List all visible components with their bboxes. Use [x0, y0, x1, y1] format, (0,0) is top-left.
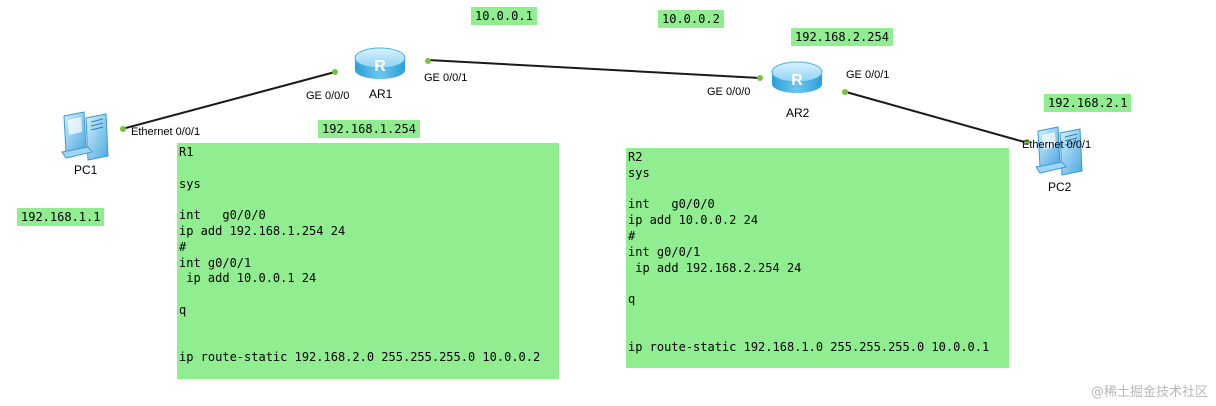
- link-pc1-ar1[interactable]: [121, 71, 336, 130]
- ar1-wan-ip-note: 10.0.0.1: [471, 7, 537, 25]
- pc2-port-label: Ethernet 0/0/1: [1022, 139, 1092, 151]
- ar2-port-right-label: GE 0/0/1: [846, 69, 890, 81]
- pc2-name: PC2: [1048, 180, 1072, 194]
- r2-config-note: R2 sys int g0/0/0 ip add 10.0.0.2 24 # i…: [626, 148, 1009, 368]
- link-ar1-ar2[interactable]: [427, 59, 761, 79]
- pc-icon[interactable]: [1035, 126, 1083, 176]
- svg-text:R: R: [791, 72, 803, 89]
- router-icon[interactable]: R: [771, 61, 823, 93]
- ar1-port-right-label: GE 0/0/1: [424, 72, 468, 84]
- link-ar2-pc2[interactable]: [845, 91, 1029, 144]
- ar2-name: AR2: [786, 106, 810, 120]
- port-dot-ar2-ge000: [757, 75, 763, 81]
- pc1-name: PC1: [74, 163, 98, 177]
- port-dot-ar1-ge000: [332, 69, 338, 75]
- svg-text:R: R: [374, 58, 386, 75]
- pc1-ip-note: 192.168.1.1: [17, 208, 105, 226]
- port-dot-pc1-eth: [120, 126, 126, 132]
- ar1-lan-ip-note: 192.168.1.254: [318, 120, 420, 138]
- watermark: @稀土掘金技术社区: [1090, 385, 1208, 400]
- pc1-port-label: Ethernet 0/0/1: [131, 126, 201, 138]
- ar2-port-left-label: GE 0/0/0: [707, 86, 751, 98]
- pc-icon[interactable]: [61, 111, 109, 161]
- port-dot-ar2-ge001: [842, 89, 848, 95]
- ar2-wan-ip-note: 10.0.0.2: [658, 10, 724, 28]
- ar1-name: AR1: [369, 87, 393, 101]
- ar1-port-left-label: GE 0/0/0: [306, 90, 350, 102]
- r1-config-note: R1 sys int g0/0/0 ip add 192.168.1.254 2…: [177, 143, 559, 379]
- port-dot-pc2-eth: [1024, 139, 1030, 145]
- ar2-lan-ip-note: 192.168.2.254: [791, 28, 893, 46]
- port-dot-ar1-ge001: [425, 58, 431, 64]
- router-icon[interactable]: R: [354, 47, 406, 79]
- pc2-ip-note: 192.168.2.1: [1044, 94, 1132, 112]
